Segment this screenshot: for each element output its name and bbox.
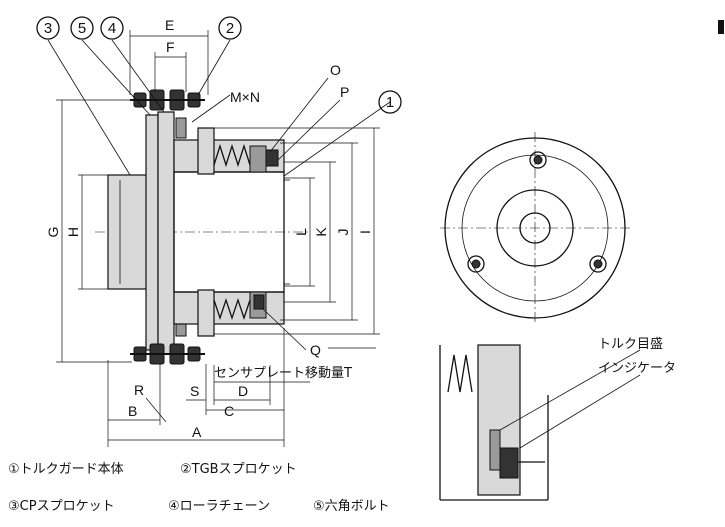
torque-scale-label: トルク目盛 <box>598 337 663 352</box>
callout-1: 1 <box>378 90 402 114</box>
disc-spring-top <box>213 143 279 173</box>
flange-bottom <box>197 289 215 337</box>
dim-label-Q: Q <box>310 342 321 358</box>
body-bore <box>173 171 285 293</box>
dim-label-A: A <box>192 424 202 440</box>
dim-label-R: R <box>134 382 144 398</box>
detail-nut <box>499 447 519 479</box>
callout-5: 5 <box>70 16 94 40</box>
hex-bolt-top <box>175 117 187 139</box>
tgb-sprocket-plate <box>157 111 175 355</box>
dim-label-C: C <box>224 403 234 419</box>
dim-label-B: B <box>128 403 137 419</box>
detail-view <box>439 344 641 501</box>
dim-label-S: S <box>190 383 199 399</box>
plate-travel-label: センサプレート移動量T <box>214 366 352 381</box>
section-view <box>47 30 391 447</box>
svg-text:4: 4 <box>108 20 116 37</box>
dim-label-K: K <box>313 227 329 237</box>
dim-label-F: F <box>166 39 175 55</box>
cp-hub <box>107 174 149 290</box>
edge-mark <box>718 20 724 34</box>
front-bolt-right <box>589 255 607 273</box>
front-view <box>440 132 630 325</box>
front-bolt-top <box>529 151 547 169</box>
callout-4: 4 <box>100 16 124 40</box>
dim-label-P: P <box>340 84 349 100</box>
svg-text:1: 1 <box>386 94 394 111</box>
legend-item-2: ②TGBスプロケット <box>180 462 297 477</box>
svg-text:5: 5 <box>78 20 86 37</box>
flange-top <box>197 127 215 175</box>
svg-text:2: 2 <box>226 20 234 37</box>
dim-label-H: H <box>65 227 81 237</box>
legend-item-1: ①トルクガード本体 <box>8 462 124 477</box>
dim-label-L: L <box>293 228 309 236</box>
svg-text:3: 3 <box>44 20 52 37</box>
dim-label-D: D <box>238 383 248 399</box>
dim-label-E: E <box>165 17 174 33</box>
legend-item-5: ⑤六角ボルト <box>313 499 390 514</box>
roller-chain-top <box>130 89 205 111</box>
dim-label-O: O <box>330 62 341 78</box>
cp-sprocket-plate <box>145 114 159 351</box>
legend-item-4: ④ローラチェーン <box>168 499 270 514</box>
dim-label-G: G <box>45 227 61 238</box>
callout-3: 3 <box>36 16 60 40</box>
disc-spring-bottom <box>213 291 267 321</box>
callout-2: 2 <box>218 16 242 40</box>
dim-label-J: J <box>335 229 351 236</box>
detail-bolt <box>489 429 501 471</box>
front-bolt-left <box>467 255 485 273</box>
legend-item-3: ③CPスプロケット <box>8 499 115 514</box>
indicator-label: インジケータ <box>598 361 676 376</box>
dim-label-MxN: M×N <box>230 89 260 105</box>
roller-chain-bottom <box>130 343 205 365</box>
dim-label-I: I <box>357 230 373 234</box>
